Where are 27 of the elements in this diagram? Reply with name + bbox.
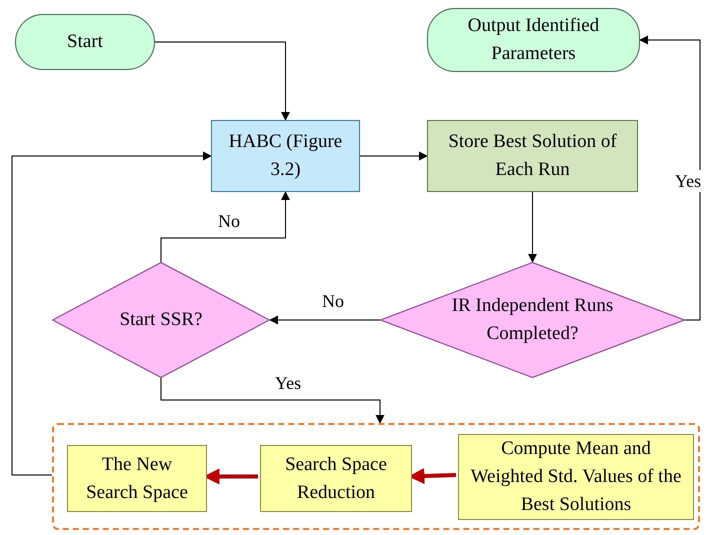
node-label: The New Search Space [85, 452, 189, 504]
arrow [154, 42, 290, 121]
node-label: IR Independent Runs Completed? [450, 294, 614, 346]
arrow [160, 191, 290, 262]
arrow [639, 36, 700, 320]
process-box [260, 445, 412, 512]
process-box [458, 434, 694, 520]
arrow [269, 316, 380, 324]
node-label: Start [66, 30, 104, 54]
node-label: Search Space Reduction [284, 452, 388, 504]
node-label: Store Best Solution of Each Run [447, 130, 618, 182]
terminal-box [427, 8, 640, 72]
node-label: Output Identified Parameters [466, 14, 600, 66]
process-box [427, 120, 638, 192]
process-box [211, 120, 360, 192]
node-label: Start SSR? [118, 308, 204, 332]
dashed-group-box [52, 423, 700, 530]
process-box [67, 445, 207, 512]
decision-diamond [52, 262, 270, 378]
node-label: HABC (Figure 3.2) [228, 130, 344, 182]
arrow [12, 152, 212, 476]
node-label: Compute Mean and Weighted Std. Values of the Best Solutions [470, 437, 682, 517]
arrow [160, 378, 384, 424]
decision-diamond [380, 262, 685, 378]
arrow [360, 152, 428, 160]
arrow [528, 192, 537, 263]
edge-label: Yes [674, 170, 702, 192]
